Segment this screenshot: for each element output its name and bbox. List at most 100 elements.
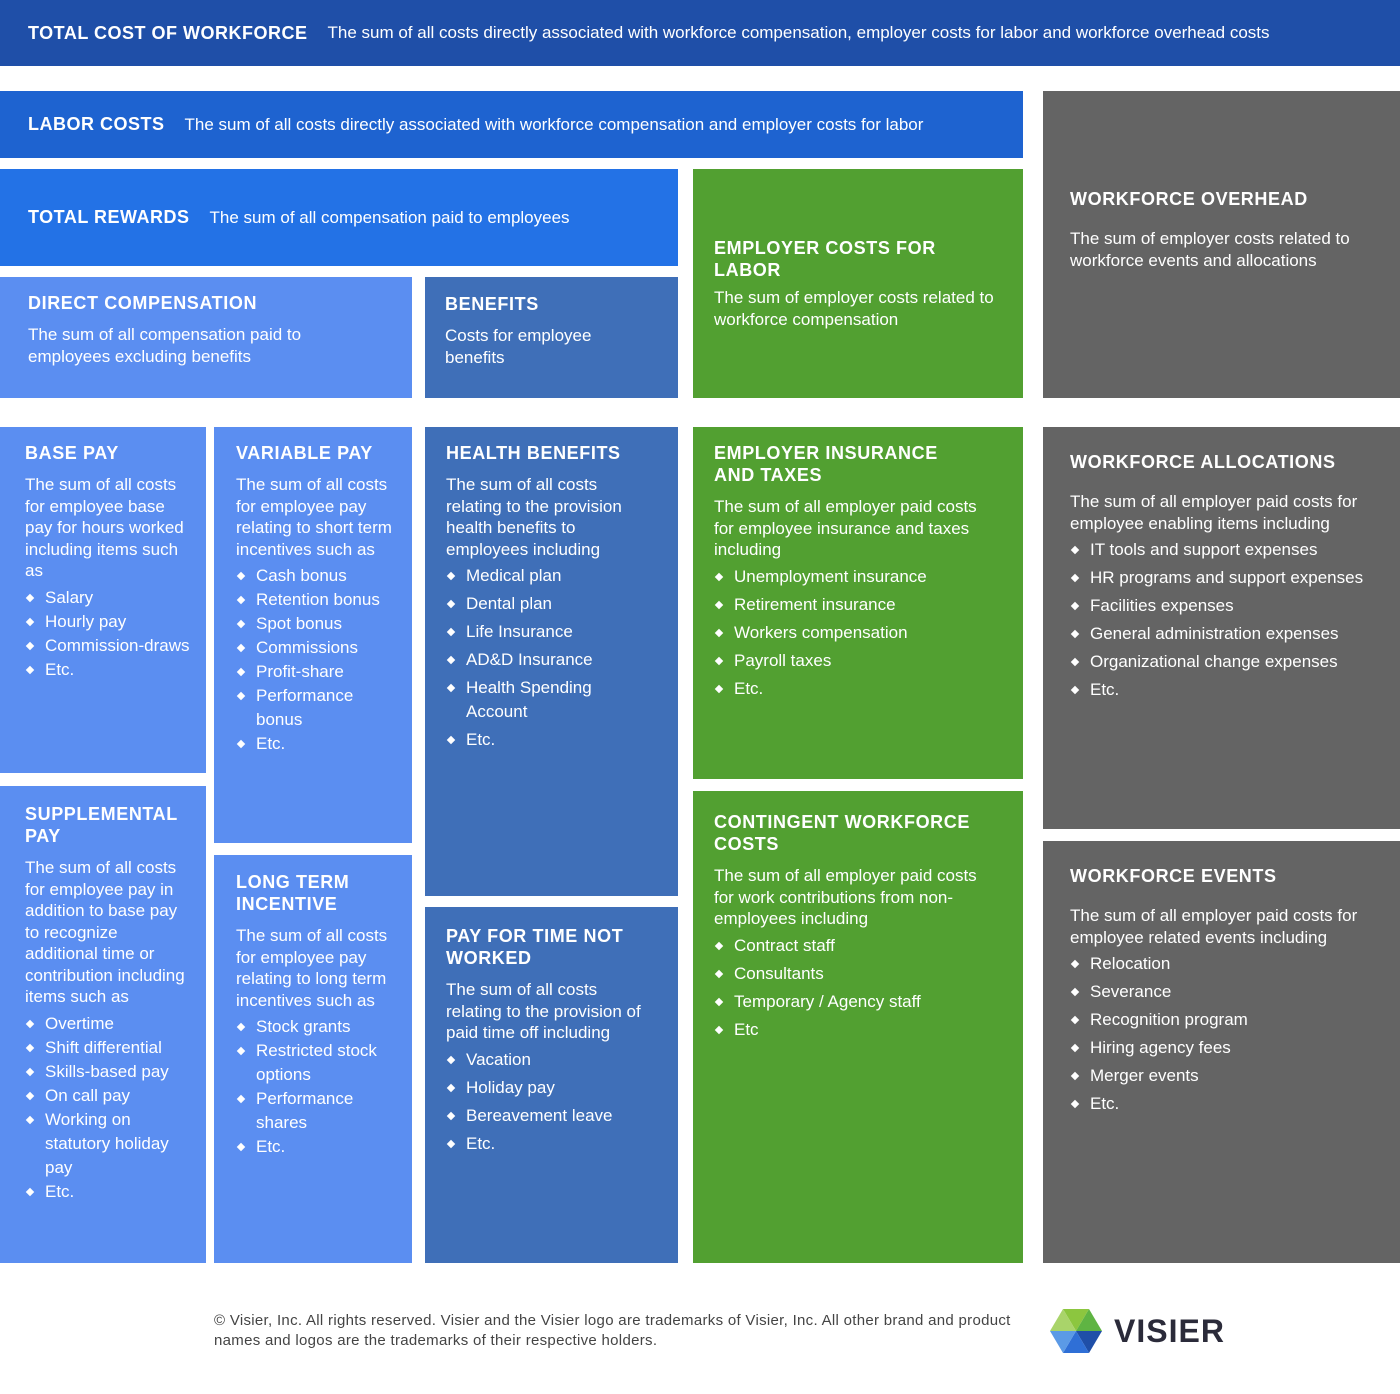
list-item: IT tools and support expenses [1070,538,1390,562]
benefits-description: Costs for employee benefits [445,326,592,367]
variable-pay-description: The sum of all costs for employee pay re… [236,475,392,559]
long-term-incentive-list: Stock grants Restricted stock options Pe… [236,1015,402,1159]
total-cost-of-workforce-bar: TOTAL COST OF WORKFORCE The sum of all c… [0,0,1400,66]
list-item: Performance shares [236,1087,376,1135]
health-benefits-description: The sum of all costs relating to the pro… [446,475,622,559]
benefits-box: BENEFITS Costs for employee benefits [425,277,678,398]
list-item: Etc. [446,1132,662,1156]
variable-pay-list: Cash bonus Retention bonus Spot bonus Co… [236,564,402,756]
workforce-events-list: Relocation Severance Recognition program… [1070,952,1390,1116]
health-benefits-box: HEALTH BENEFITS The sum of all costs rel… [425,427,678,896]
supplemental-pay-box: SUPPLEMENTAL PAY The sum of all costs fo… [0,786,206,1263]
list-item: Relocation [1070,952,1390,976]
total-cost-title: TOTAL COST OF WORKFORCE [28,22,308,43]
list-item: Etc. [25,658,196,682]
pay-time-not-worked-box: PAY FOR TIME NOT WORKED The sum of all c… [425,907,678,1263]
list-item: Etc [714,1018,1003,1042]
list-item: Retirement insurance [714,593,1003,617]
list-item: Health Spending Account [446,676,606,724]
contingent-workforce-list: Contract staff Consultants Temporary / A… [714,934,1003,1042]
direct-compensation-description: The sum of all compensation paid to empl… [28,325,302,366]
supplemental-pay-description: The sum of all costs for employee pay in… [25,858,185,1006]
workforce-allocations-list: IT tools and support expenses HR program… [1070,538,1390,702]
workforce-overhead-title: WORKFORCE OVERHEAD [1070,189,1308,209]
total-rewards-title: TOTAL REWARDS [28,207,190,227]
workforce-allocations-box: WORKFORCE ALLOCATIONS The sum of all emp… [1043,427,1400,829]
list-item: Life Insurance [446,620,662,644]
list-item: Etc. [446,728,662,752]
visier-logo-icon [1050,1309,1102,1353]
list-item: On call pay [25,1084,196,1108]
list-item: Commissions [236,636,402,660]
list-item: Unemployment insurance [714,565,1003,589]
employer-insurance-box: EMPLOYER INSURANCE AND TAXES The sum of … [693,427,1023,779]
list-item: Etc. [1070,1092,1390,1116]
list-item: Stock grants [236,1015,402,1039]
contingent-workforce-box: CONTINGENT WORKFORCE COSTS The sum of al… [693,791,1023,1263]
employer-costs-for-labor-box: EMPLOYER COSTS FOR LABOR The sum of empl… [693,169,1023,398]
list-item: Bereavement leave [446,1104,662,1128]
list-item: Severance [1070,980,1390,1004]
list-item: Facilities expenses [1070,594,1390,618]
list-item: Performance bonus [236,684,366,732]
list-item: Etc. [714,677,1003,701]
long-term-incentive-title: LONG TERM INCENTIVE [236,872,350,914]
list-item: Commission-draws [25,634,196,658]
list-item: Etc. [1070,678,1390,702]
workforce-events-title: WORKFORCE EVENTS [1070,866,1277,886]
list-item: Restricted stock options [236,1039,396,1087]
list-item: Organizational change expenses [1070,650,1390,674]
total-cost-description: The sum of all costs directly associated… [327,23,1270,42]
pay-time-not-worked-description: The sum of all costs relating to the pro… [446,980,641,1042]
list-item: Working on statutory holiday pay [25,1108,185,1180]
employer-costs-description: The sum of employer costs related to wor… [714,288,994,329]
list-item: Merger events [1070,1064,1390,1088]
list-item: Spot bonus [236,612,402,636]
supplemental-pay-list: Overtime Shift differential Skills-based… [25,1012,196,1204]
employer-insurance-title: EMPLOYER INSURANCE AND TAXES [714,443,938,485]
base-pay-list: Salary Hourly pay Commission-draws Etc. [25,586,196,682]
visier-logo-wordmark: VISIER [1114,1313,1225,1349]
base-pay-box: BASE PAY The sum of all costs for employ… [0,427,206,773]
workforce-allocations-description: The sum of all employer paid costs for e… [1070,492,1358,533]
list-item: Vacation [446,1048,662,1072]
list-item: HR programs and support expenses [1070,566,1390,590]
contingent-workforce-description: The sum of all employer paid costs for w… [714,866,977,928]
list-item: Shift differential [25,1036,196,1060]
list-item: Contract staff [714,934,1003,958]
labor-costs-description: The sum of all costs directly associated… [184,114,924,134]
labor-costs-title: LABOR COSTS [28,114,165,134]
list-item: Hiring agency fees [1070,1036,1390,1060]
employer-insurance-description: The sum of all employer paid costs for e… [714,497,977,559]
list-item: Hourly pay [25,610,196,634]
long-term-incentive-box: LONG TERM INCENTIVE The sum of all costs… [214,855,412,1263]
list-item: Medical plan [446,564,662,588]
health-benefits-title: HEALTH BENEFITS [446,443,621,463]
list-item: General administration expenses [1070,622,1390,646]
variable-pay-title: VARIABLE PAY [236,443,373,463]
workforce-events-box: WORKFORCE EVENTS The sum of all employer… [1043,841,1400,1263]
list-item: Etc. [25,1180,196,1204]
base-pay-description: The sum of all costs for employee base p… [25,475,184,580]
list-item: Cash bonus [236,564,402,588]
list-item: Etc. [236,1135,402,1159]
benefits-title: BENEFITS [445,294,539,314]
list-item: Salary [25,586,196,610]
list-item: Etc. [236,732,402,756]
list-item: Workers compensation [714,621,1003,645]
list-item: Payroll taxes [714,649,1003,673]
supplemental-pay-title: SUPPLEMENTAL PAY [25,804,178,846]
list-item: Skills-based pay [25,1060,196,1084]
direct-compensation-title: DIRECT COMPENSATION [28,293,258,313]
direct-compensation-box: DIRECT COMPENSATION The sum of all compe… [0,277,412,398]
pay-time-not-worked-list: Vacation Holiday pay Bereavement leave E… [446,1048,662,1156]
contingent-workforce-title: CONTINGENT WORKFORCE COSTS [714,812,970,854]
list-item: Overtime [25,1012,196,1036]
pay-time-not-worked-title: PAY FOR TIME NOT WORKED [446,926,624,968]
workforce-events-description: The sum of all employer paid costs for e… [1070,906,1358,947]
list-item: Dental plan [446,592,662,616]
base-pay-title: BASE PAY [25,443,119,463]
workforce-overhead-box: WORKFORCE OVERHEAD The sum of employer c… [1043,91,1400,398]
employer-insurance-list: Unemployment insurance Retirement insura… [714,565,1003,701]
list-item: Consultants [714,962,1003,986]
